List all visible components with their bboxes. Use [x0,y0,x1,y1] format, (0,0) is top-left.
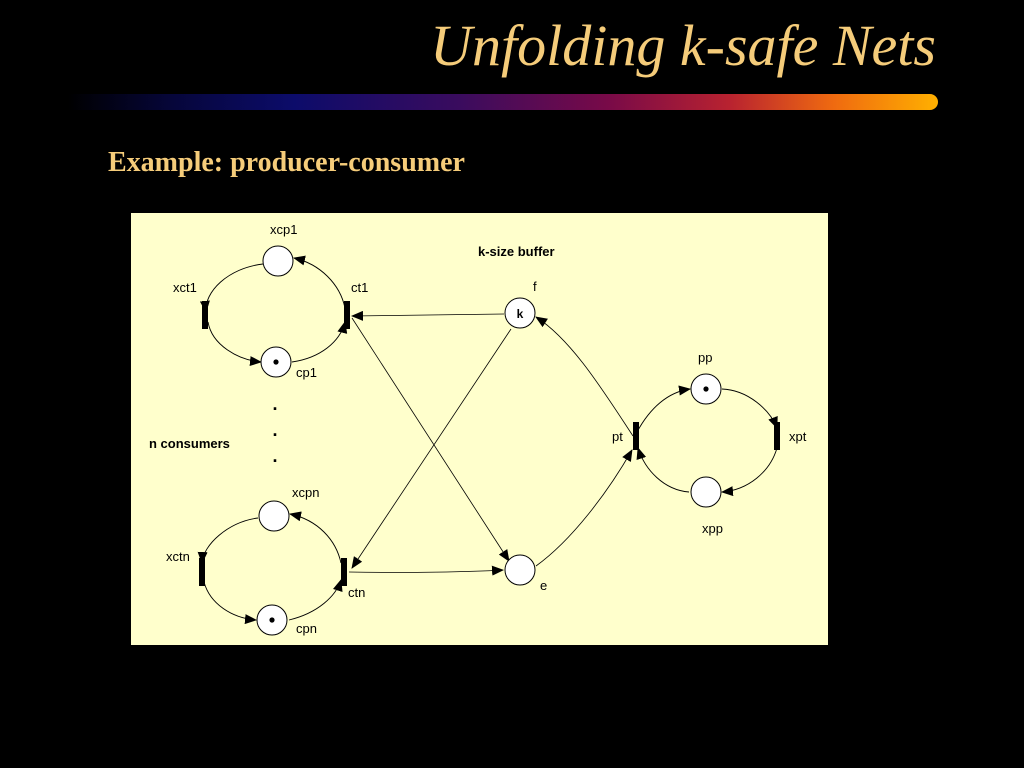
label-cpn: cpn [296,621,317,636]
ellipsis-dot: . [272,394,277,414]
label-xpt: xpt [789,429,807,444]
labels: xcp1 xct1 ct1 cp1 xcpn xctn ctn cpn f e … [149,222,807,636]
place-xpp [690,476,722,508]
place-e [504,554,536,586]
arc-xpp-to-pt [636,447,690,493]
transition-pt [633,422,639,450]
arc-e-to-pt [535,449,633,567]
consumers-ellipsis: . . . [272,394,277,466]
label-f: f [533,279,537,294]
arc-ctn-to-e [348,565,504,576]
token-cpn [269,617,275,623]
transition-ct1 [344,301,350,329]
arc-pp-to-xpt [721,388,778,429]
label-xctn: xctn [166,549,190,564]
ellipsis-dot: . [272,420,277,440]
place-f [504,297,536,329]
title-underline-bar [68,94,938,110]
slide-subtitle: Example: producer-consumer [108,147,465,178]
transition-xctn [199,558,205,586]
label-pt: pt [612,429,623,444]
arc-group-buffer [348,310,634,576]
token-count-f: k [517,307,524,321]
petri-net-diagram: k xcp1 xct1 ct1 cp1 xcpn xctn ctn cpn f … [149,222,807,636]
arc-ct1-to-e [351,317,510,562]
token-cp1 [273,359,279,365]
arc-group-consumer-n [197,511,343,625]
label-xct1: xct1 [173,280,197,295]
label-ct1: ct1 [351,280,368,295]
slide-title: Unfolding k-safe Nets [430,13,936,78]
label-buffer: k-size buffer [478,244,555,259]
label-ctn: ctn [348,585,365,600]
arc-pt-to-f [535,316,634,437]
place-xcpn [258,500,290,532]
ellipsis-dot: . [272,446,277,466]
transition-xpt [774,422,780,450]
arc-cp1-to-ct1 [291,321,348,363]
arc-pt-to-pp [636,385,691,433]
petri-net-panel: k xcp1 xct1 ct1 cp1 xcpn xctn ctn cpn f … [131,213,828,645]
arc-xpt-to-xpp [721,447,778,497]
label-pp: pp [698,350,712,365]
transition-ctn [341,558,347,586]
place-xcp1 [262,245,294,277]
arc-xcp1-to-xct1 [199,263,264,313]
label-e: e [540,578,547,593]
arc-xcpn-to-xctn [197,517,259,564]
arc-ctn-to-xcpn [289,511,342,564]
token-pp [703,386,709,392]
transition-xct1 [202,301,208,329]
arc-ct1-to-xcp1 [293,255,346,309]
arc-xctn-to-cpn [203,581,257,625]
arc-xct1-to-cp1 [207,321,262,367]
transitions [199,301,780,586]
places [256,245,722,636]
label-consumers: n consumers [149,436,230,451]
arc-f-to-ctn [351,328,512,569]
label-xcp1: xcp1 [270,222,297,237]
arc-cpn-to-ctn [288,579,343,621]
label-cp1: cp1 [296,365,317,380]
tokens [269,359,709,623]
label-xpp: xpp [702,521,723,536]
arc-f-to-ct1 [351,310,505,321]
label-xcpn: xcpn [292,485,319,500]
